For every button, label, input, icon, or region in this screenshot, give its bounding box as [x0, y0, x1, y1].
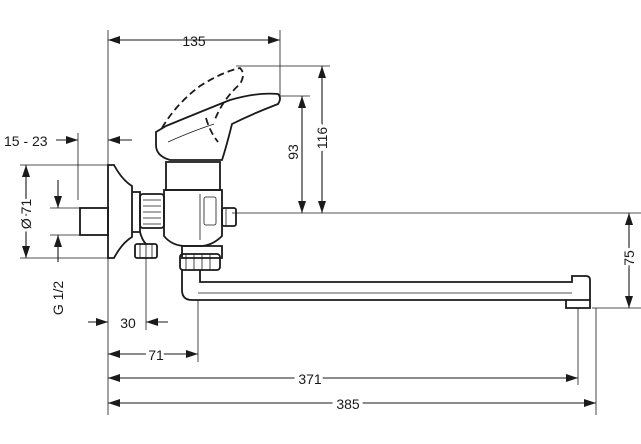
dim-label-overall-length: 385	[336, 396, 360, 412]
dim-label-flange-diameter: Ø 71	[18, 199, 34, 230]
dim-label-spout-reach: 371	[298, 371, 322, 387]
dim-label-spout-base: 71	[148, 347, 164, 363]
dim-label-wall-offset: 15 - 23	[4, 133, 48, 149]
dim-label-outlet-height: 75	[621, 250, 637, 266]
dim-label-top-width: 135	[182, 33, 206, 49]
faucet-outline	[79, 67, 591, 309]
extension-lines	[20, 30, 641, 415]
dim-label-handle-height-short: 93	[285, 144, 301, 160]
dimension-lines	[22, 36, 633, 407]
dim-label-thread: G 1/2	[50, 281, 66, 315]
dim-label-handle-height-tall: 116	[314, 127, 330, 150]
dim-label-inlet-offset: 30	[120, 315, 136, 331]
